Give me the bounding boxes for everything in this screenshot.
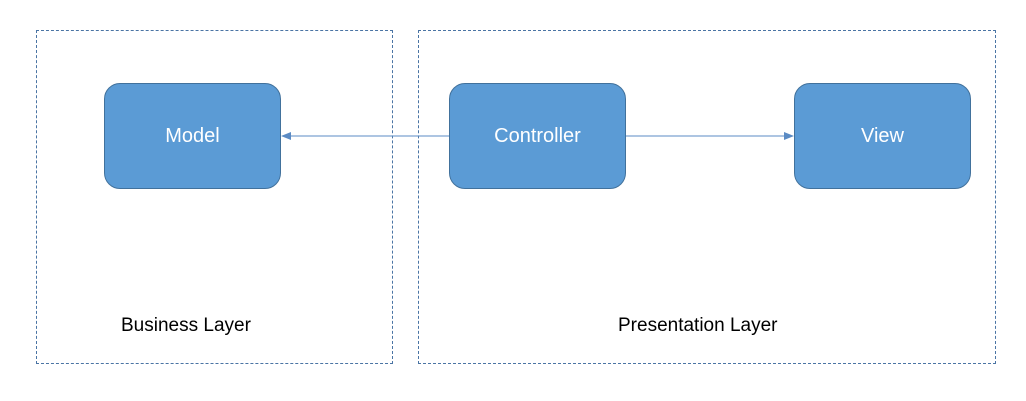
- model-label: Model: [165, 124, 220, 147]
- view-label: View: [861, 124, 904, 147]
- controller-label: Controller: [494, 124, 581, 147]
- presentation-layer-label: Presentation Layer: [618, 315, 778, 336]
- controller-node[interactable]: Controller: [449, 83, 626, 189]
- model-node[interactable]: Model: [104, 83, 281, 189]
- presentation-layer-box: [418, 30, 996, 364]
- business-layer-box: [36, 30, 393, 364]
- view-node[interactable]: View: [794, 83, 971, 189]
- business-layer-label: Business Layer: [121, 315, 251, 336]
